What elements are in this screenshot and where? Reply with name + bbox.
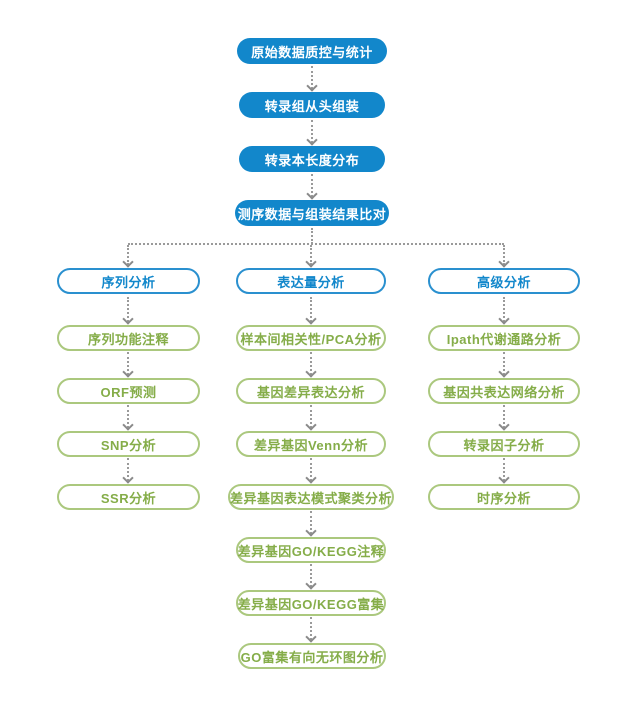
arrowhead-icon (305, 256, 317, 268)
arrow-line (127, 245, 129, 265)
arrow-line (310, 405, 312, 428)
col3-item-tf: 转录因子分析 (428, 431, 580, 457)
column-header-expression: 表达量分析 (236, 268, 386, 294)
down-arrow (122, 245, 134, 268)
column-header-advanced: 高级分析 (428, 268, 580, 294)
arrow-line (310, 352, 312, 375)
down-arrow (306, 66, 318, 92)
arrowhead-icon (498, 256, 510, 268)
col1-item-orf: ORF预测 (57, 378, 200, 404)
arrow-line (127, 458, 129, 481)
col2-item-pca: 样本间相关性/PCA分析 (236, 325, 386, 351)
col2-item-cluster: 差异基因表达模式聚类分析 (228, 484, 394, 510)
down-arrow (498, 405, 510, 431)
arrowhead-icon (305, 578, 317, 590)
arrow-line (127, 352, 129, 375)
arrow-line (310, 458, 312, 481)
flow-node-qc: 原始数据质控与统计 (237, 38, 387, 64)
branch-horizontal-line (128, 243, 504, 245)
arrowhead-icon (305, 472, 317, 484)
down-arrow (122, 352, 134, 378)
arrow-line (503, 458, 505, 481)
arrow-line (311, 228, 313, 244)
down-arrow (306, 174, 318, 200)
arrow-line (311, 120, 313, 143)
col1-item-ssr: SSR分析 (57, 484, 200, 510)
arrowhead-icon (122, 313, 134, 325)
down-arrow (305, 511, 317, 537)
down-arrow (305, 245, 317, 268)
col2-item-gokegg-enrich: 差异基因GO/KEGG富集 (236, 590, 386, 616)
arrowhead-icon (306, 134, 318, 146)
arrow-line (311, 174, 313, 197)
arrowhead-icon (305, 631, 317, 643)
arrowhead-icon (305, 313, 317, 325)
down-arrow (305, 458, 317, 484)
arrowhead-icon (122, 366, 134, 378)
down-arrow (498, 352, 510, 378)
arrow-line (310, 564, 312, 587)
down-arrow (122, 458, 134, 484)
arrow-line (503, 352, 505, 375)
arrowhead-icon (498, 366, 510, 378)
col2-item-gokegg-annot: 差异基因GO/KEGG注释 (236, 537, 386, 563)
down-arrow (305, 564, 317, 590)
arrowhead-icon (306, 80, 318, 92)
arrow-line (310, 245, 312, 265)
arrowhead-icon (306, 188, 318, 200)
arrow-line (310, 297, 312, 322)
branch-stub-line (307, 228, 317, 244)
flow-node-length: 转录本长度分布 (239, 146, 385, 172)
col2-item-venn: 差异基因Venn分析 (236, 431, 386, 457)
arrowhead-icon (305, 525, 317, 537)
col1-item-annotation: 序列功能注释 (57, 325, 200, 351)
arrowhead-icon (122, 472, 134, 484)
arrow-line (310, 511, 312, 534)
col3-item-timeseries: 时序分析 (428, 484, 580, 510)
down-arrow (122, 297, 134, 325)
arrow-line (127, 297, 129, 322)
col2-item-deg: 基因差异表达分析 (236, 378, 386, 404)
arrow-line (503, 245, 505, 265)
arrow-line (127, 405, 129, 428)
arrowhead-icon (498, 419, 510, 431)
arrowhead-icon (305, 419, 317, 431)
arrowhead-icon (122, 419, 134, 431)
down-arrow (306, 120, 318, 146)
arrow-line (311, 66, 313, 89)
down-arrow (498, 458, 510, 484)
down-arrow (122, 405, 134, 431)
col1-item-snp: SNP分析 (57, 431, 200, 457)
col3-item-ipath: Ipath代谢通路分析 (428, 325, 580, 351)
flow-node-assembly: 转录组从头组装 (239, 92, 385, 118)
col2-item-dag: GO富集有向无环图分析 (238, 643, 386, 669)
down-arrow (305, 405, 317, 431)
arrowhead-icon (122, 256, 134, 268)
arrow-line (310, 617, 312, 640)
flow-node-mapping: 测序数据与组装结果比对 (235, 200, 389, 226)
col3-item-coexpression: 基因共表达网络分析 (428, 378, 580, 404)
down-arrow (305, 352, 317, 378)
arrowhead-icon (498, 313, 510, 325)
arrowhead-icon (498, 472, 510, 484)
down-arrow (498, 245, 510, 268)
column-header-sequence: 序列分析 (57, 268, 200, 294)
arrowhead-icon (305, 366, 317, 378)
down-arrow (498, 297, 510, 325)
arrow-line (503, 297, 505, 322)
down-arrow (305, 297, 317, 325)
down-arrow (305, 617, 317, 643)
arrow-line (503, 405, 505, 428)
